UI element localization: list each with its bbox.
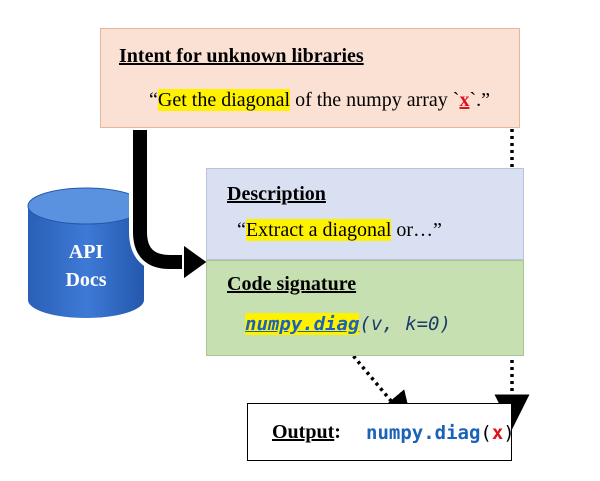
output-label: Output: [272, 421, 341, 444]
signature-code: numpy.diag(v, k=0) [245, 313, 451, 335]
output-close-paren: ) [503, 422, 515, 444]
intent-text: “Get the diagonal of the numpy array `x`… [149, 89, 490, 112]
intent-title: Intent for unknown libraries [119, 45, 364, 67]
output-open-paren: ( [480, 422, 492, 444]
intent-open-quote: “ [149, 89, 158, 111]
intent-panel: Intent for unknown libraries “Get the di… [100, 28, 520, 128]
signature-panel: Code signature numpy.diag(v, k=0) [206, 260, 524, 356]
output-label-text: Output [272, 421, 335, 443]
description-open-quote: “ [237, 219, 246, 241]
database-label-line2: Docs [65, 269, 107, 291]
intent-variable: x [459, 89, 470, 111]
output-variable: x [491, 422, 504, 444]
description-highlight: Extract a diagonal [245, 219, 392, 241]
flow-arrow-icon [129, 130, 210, 282]
output-colon: : [334, 421, 341, 443]
signature-function: numpy.diag [245, 313, 360, 335]
output-function: numpy.diag [366, 422, 481, 444]
output-panel: Output: numpy.diag(x) [247, 403, 515, 461]
description-rest: or…” [391, 219, 442, 241]
database-cylinder-icon [27, 187, 145, 318]
database-label-line1: API [68, 241, 104, 263]
description-panel: Description “Extract a diagonal or…” [206, 168, 524, 260]
description-title: Description [227, 183, 326, 205]
signature-args: (v, k=0) [359, 313, 451, 335]
database-label: API Docs [30, 238, 142, 294]
output-code: numpy.diag(x) [366, 422, 515, 444]
description-text: “Extract a diagonal or…” [237, 219, 442, 242]
signature-title: Code signature [227, 273, 357, 295]
intent-middle: of the numpy array ` [290, 89, 460, 111]
intent-highlight: Get the diagonal [157, 89, 291, 111]
intent-close: `.” [469, 89, 491, 111]
